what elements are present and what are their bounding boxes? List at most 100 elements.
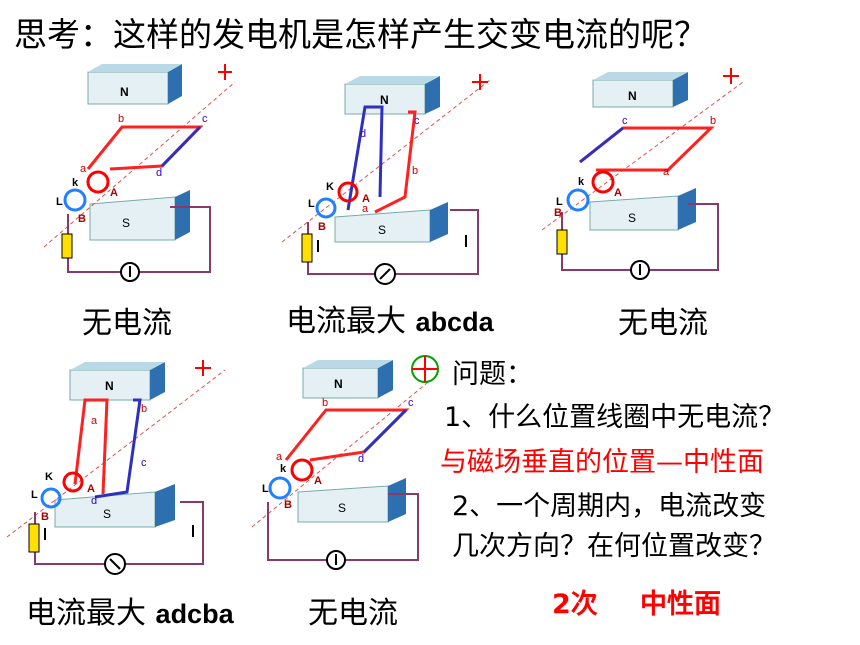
crosshair-icon bbox=[218, 64, 232, 80]
brush-label-A: A bbox=[87, 483, 95, 495]
caption-panel-3: 无电流 bbox=[618, 298, 708, 342]
rotation-cross-icon bbox=[472, 74, 488, 90]
slip-ring-a bbox=[86, 170, 110, 194]
s-pole-magnet bbox=[54, 484, 175, 528]
n-pole-label: N bbox=[334, 377, 343, 391]
slip-ring-a bbox=[591, 170, 615, 194]
rotation-circle-icon bbox=[411, 355, 439, 383]
rotation-cross-icon bbox=[723, 68, 739, 84]
axis-line bbox=[251, 373, 439, 528]
caption-panel-5: 无电流 bbox=[308, 588, 398, 632]
brush-label-L: L bbox=[56, 196, 63, 208]
coil-label-a: a bbox=[276, 451, 283, 463]
brush-label-k: k bbox=[578, 176, 585, 188]
brush-label-B: B bbox=[554, 207, 562, 219]
brush-label-L: L bbox=[556, 196, 563, 208]
answer-1: 与磁场垂直的位置—中性面 bbox=[440, 447, 764, 478]
n-pole-label: N bbox=[380, 93, 389, 107]
s-pole-label: S bbox=[103, 507, 111, 521]
s-pole-label: S bbox=[378, 223, 386, 237]
n-pole-label: N bbox=[628, 89, 637, 103]
coil-label-b: b bbox=[118, 113, 124, 125]
n-pole-label: N bbox=[120, 85, 129, 99]
caption-text: 电流最大 bbox=[26, 596, 146, 631]
coil-label-d: d bbox=[358, 453, 364, 465]
n-pole-magnet bbox=[87, 64, 182, 105]
s-pole-magnet bbox=[89, 190, 190, 241]
coil-loop bbox=[284, 408, 410, 462]
coil-loop bbox=[86, 125, 204, 171]
brush-label-L: L bbox=[262, 483, 269, 495]
caption-text: 无电流 bbox=[82, 306, 172, 341]
brush-label-A: A bbox=[110, 187, 118, 199]
answer-2-count: 2次 bbox=[552, 589, 598, 620]
current-direction-label: adcba bbox=[155, 599, 234, 629]
brush-label-B: B bbox=[41, 511, 49, 523]
s-pole-label: S bbox=[628, 211, 636, 225]
coil-label-d: d bbox=[91, 495, 97, 507]
coil-loop bbox=[73, 398, 109, 495]
brush-label-K: K bbox=[45, 471, 53, 483]
resistor bbox=[61, 233, 73, 259]
slip-ring-b bbox=[566, 188, 590, 212]
slip-ring-b bbox=[315, 197, 337, 219]
coil-label-c: c bbox=[408, 397, 414, 409]
s-pole-label: S bbox=[338, 501, 346, 515]
coil-label-c: c bbox=[202, 113, 208, 125]
rotation-cross-icon bbox=[195, 360, 211, 376]
question-2-line-1: 2、一个周期内，电流改变 bbox=[452, 491, 767, 522]
coil-label-a: a bbox=[663, 166, 670, 178]
coil-label-c: c bbox=[141, 457, 147, 469]
caption-panel-1: 无电流 bbox=[82, 298, 172, 342]
page-title: 思考：这样的发电机是怎样产生交变电流的呢？ bbox=[14, 15, 707, 54]
caption-panel-2: 电流最大 abcda bbox=[286, 296, 494, 340]
question-1: 1、什么位置线圈中无电流？ bbox=[444, 402, 786, 433]
coil-loop bbox=[346, 105, 384, 211]
s-pole-magnet bbox=[334, 202, 448, 243]
brush-label-k: k bbox=[280, 463, 287, 475]
question-2-line-2: 几次方向？在何位置改变？ bbox=[452, 531, 776, 562]
slip-ring-a bbox=[290, 458, 314, 482]
coil-label-a: a bbox=[362, 203, 369, 215]
axis-line bbox=[43, 81, 236, 248]
resistor bbox=[301, 233, 313, 263]
axis-line bbox=[6, 369, 226, 538]
generator-diagram-5: N S a b c d k L A B bbox=[251, 360, 439, 570]
slip-ring-b bbox=[63, 188, 87, 212]
external-circuit bbox=[267, 493, 419, 561]
brush-label-L: L bbox=[31, 489, 38, 501]
coil-label-a: a bbox=[91, 415, 98, 427]
coil-label-a: a bbox=[80, 163, 87, 175]
n-pole-magnet bbox=[592, 72, 688, 108]
generator-diagram-3: N S c b a k L A B bbox=[541, 68, 744, 280]
coil-label-d: d bbox=[156, 167, 162, 179]
brush-label-L: L bbox=[308, 198, 315, 210]
resistor bbox=[556, 229, 568, 255]
coil-label-c: c bbox=[622, 115, 628, 127]
n-pole-magnet bbox=[69, 362, 165, 401]
brush-label-A: A bbox=[362, 193, 370, 205]
caption-panel-4: 电流最大 adcba bbox=[26, 588, 234, 632]
n-pole-label: N bbox=[105, 379, 114, 393]
brush-label-A: A bbox=[614, 187, 622, 199]
s-pole-label: S bbox=[122, 216, 130, 230]
coil-label-d: d bbox=[360, 128, 366, 140]
coil-label-b: b bbox=[710, 115, 716, 127]
axis-line bbox=[281, 79, 491, 243]
generator-diagram-1: N S a b c d k L A B bbox=[43, 64, 236, 282]
brush-label-B: B bbox=[318, 221, 326, 233]
coil-label-c: c bbox=[414, 115, 420, 127]
coil-label-b: b bbox=[141, 403, 147, 415]
answer-2-place: 中性面 bbox=[640, 589, 721, 620]
brush-label-B: B bbox=[284, 499, 292, 511]
generator-diagram-4: N S a b c d K L A B bbox=[6, 360, 226, 575]
resistor bbox=[28, 523, 40, 553]
questions-heading: 问题： bbox=[452, 359, 533, 390]
coil-label-b: b bbox=[412, 165, 418, 177]
brush-label-B: B bbox=[78, 213, 86, 225]
slip-ring-a bbox=[62, 471, 84, 493]
slip-ring-a bbox=[337, 181, 359, 203]
caption-text: 无电流 bbox=[618, 306, 708, 341]
s-pole-magnet bbox=[297, 478, 406, 523]
brush-label-A: A bbox=[314, 475, 322, 487]
